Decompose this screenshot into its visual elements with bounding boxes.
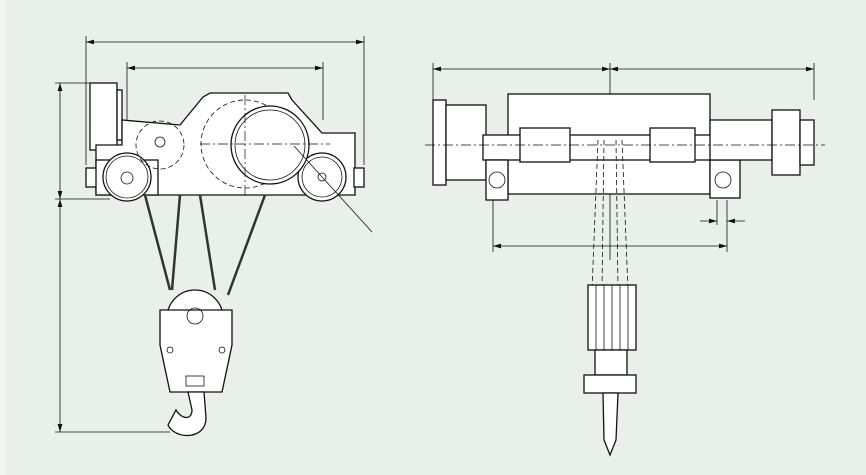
left-margin-strip	[0, 0, 6, 475]
side-view	[55, 36, 373, 437]
front-view	[425, 63, 825, 457]
